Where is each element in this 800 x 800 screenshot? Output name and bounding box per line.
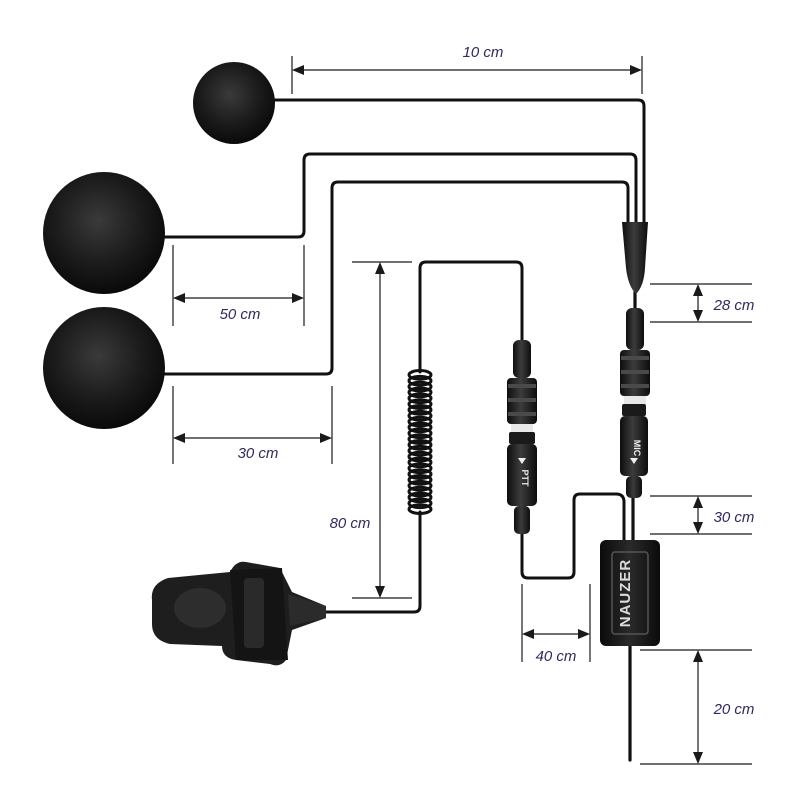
- ptt-box-body: [600, 540, 660, 646]
- coil-loop: [407, 485, 433, 498]
- coil-loop: [407, 433, 433, 445]
- large-speaker-icon-bottom: [43, 307, 165, 429]
- top-speaker-cable: [270, 98, 646, 230]
- coil-loop: [407, 421, 433, 434]
- dimension-30cm-speaker: 30 cm: [172, 386, 333, 464]
- large-speaker-icon-top: [43, 172, 165, 294]
- dim-label-10cm: 10 cm: [463, 44, 504, 61]
- mic-plug-label: MIC: [632, 440, 642, 457]
- coil-loop: [407, 374, 433, 387]
- dimension-28cm: 28 cm: [650, 283, 755, 323]
- ptt-cable-loop: [520, 492, 626, 580]
- coil-loop: [407, 392, 433, 405]
- mic-capsule-icon: [174, 588, 226, 628]
- dim-label-20cm: 20 cm: [713, 701, 755, 718]
- coil-loop: [407, 415, 433, 428]
- coil-loop: [407, 474, 433, 486]
- coil-loop: [407, 386, 433, 399]
- ptt-connector-assembly: PTT: [507, 340, 537, 534]
- coil-loop: [407, 456, 433, 469]
- ptt-plug-icon: [507, 444, 537, 506]
- coil-loop: [407, 380, 433, 393]
- ptt-plug-label: PTT: [520, 470, 530, 488]
- coil-loop: [407, 462, 433, 475]
- dimension-20cm: 20 cm: [640, 649, 755, 765]
- dim-label-50cm: 50 cm: [220, 306, 261, 323]
- coiled-cable: [407, 369, 433, 515]
- coil-loop: [407, 503, 433, 515]
- ptt-arrow-icon: [518, 458, 526, 464]
- ptt-strain-relief: [513, 340, 531, 378]
- ptt-box: NAUZER: [600, 540, 660, 646]
- lower-speaker-cable: [163, 180, 630, 376]
- dimension-10cm: 10 cm: [291, 44, 643, 94]
- ptt-ring: [511, 424, 533, 432]
- coil-loop: [407, 439, 433, 451]
- mid-speaker-cable: [163, 152, 638, 239]
- brand-label: NAUZER: [617, 559, 634, 628]
- coil-loop: [407, 468, 433, 480]
- coil-loop: [407, 450, 433, 463]
- coil-loop: [407, 491, 433, 504]
- coil-loop: [407, 404, 433, 416]
- mic-ring: [624, 396, 646, 404]
- speakers: [43, 62, 275, 429]
- dim-label-28cm: 28 cm: [713, 297, 755, 314]
- dimension-30cm-box: 30 cm: [650, 495, 755, 535]
- small-speaker-icon: [193, 62, 275, 144]
- coil-loop: [407, 479, 433, 492]
- cables: [163, 98, 646, 762]
- boom-mic-holder: [151, 561, 326, 666]
- coil-loop: [407, 369, 433, 381]
- coil-loop: [407, 497, 433, 510]
- dim-label-80cm: 80 cm: [330, 515, 371, 532]
- dim-label-40cm: 40 cm: [536, 648, 577, 665]
- mic-connector-assembly: MIC: [620, 222, 650, 498]
- mic-plug-icon: [620, 416, 648, 476]
- dimension-50cm: 50 cm: [172, 245, 305, 326]
- dimension-80cm: 80 cm: [330, 261, 412, 599]
- y-split-icon: [622, 222, 648, 294]
- mic-strain-relief: [626, 308, 644, 350]
- dim-label-30cm-box: 30 cm: [714, 509, 755, 526]
- coil-loop: [407, 409, 433, 422]
- dimension-40cm: 40 cm: [521, 584, 591, 665]
- ptt-cable-top: [418, 260, 524, 374]
- coil-loop: [407, 444, 433, 457]
- coil-to-mic-cable: [323, 510, 422, 614]
- coil-loop: [407, 398, 433, 410]
- mic-arrow-icon: [630, 458, 638, 464]
- dim-label-30cm-speaker: 30 cm: [238, 445, 279, 462]
- coil-loop: [407, 427, 433, 440]
